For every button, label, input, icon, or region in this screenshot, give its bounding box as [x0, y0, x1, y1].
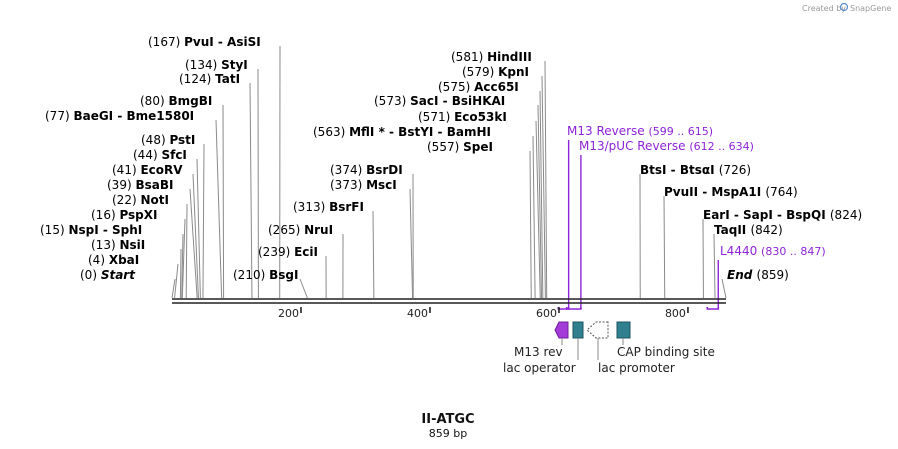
restriction-site-label[interactable]: (573) SacI - BsiHKAI: [374, 94, 505, 108]
restriction-site-label[interactable]: (557) SpeI: [427, 140, 493, 154]
restriction-site-label[interactable]: (575) Acc65I: [438, 80, 519, 94]
restriction-site-label[interactable]: PvuII - MspA1I (764): [664, 185, 798, 199]
primer-label[interactable]: M13 Reverse (599 .. 615): [567, 124, 713, 138]
restriction-site-label[interactable]: (124) TatI: [179, 72, 240, 86]
site-leader-line: [189, 188, 198, 299]
restriction-site-label[interactable]: (134) StyI: [185, 58, 248, 72]
site-leader-line: [541, 75, 546, 299]
restriction-site-label[interactable]: (563) MflI * - BstYI - BamHI: [313, 125, 491, 139]
site-leader-line: [192, 173, 199, 299]
restriction-site-label[interactable]: (265) NruI: [268, 223, 333, 237]
restriction-site-label[interactable]: (373) MscI: [330, 178, 397, 192]
snapgene-logo-icon: [839, 2, 849, 12]
restriction-site-label[interactable]: (571) Eco53kI: [418, 110, 507, 124]
credit-brand: SnapGene: [850, 4, 891, 13]
primer-label[interactable]: L4440 (830 .. 847): [720, 244, 826, 258]
lac-promoter-feature-arrow[interactable]: [586, 321, 609, 339]
restriction-site-label[interactable]: (581) HindIII: [451, 50, 532, 64]
restriction-site-label[interactable]: (239) EciI: [258, 245, 318, 259]
site-leader-line: [537, 104, 543, 299]
restriction-site-label[interactable]: (77) BaeGI - Bme1580I: [45, 109, 194, 123]
primer-binding-bar: [565, 307, 582, 310]
restriction-site-label[interactable]: EarI - SapI - BspQI (824): [703, 208, 862, 222]
ruler: 200 400 600 800: [278, 307, 689, 320]
restriction-site-label[interactable]: TaqII (842): [714, 223, 783, 237]
site-leaders: [171, 45, 727, 299]
restriction-site-label[interactable]: (22) NotI: [112, 193, 169, 207]
restriction-site-label[interactable]: (80) BmgBI: [140, 94, 212, 108]
site-leader-line: [663, 195, 666, 299]
restriction-site-label[interactable]: BtsI - BtsαI (726): [640, 163, 751, 177]
restriction-site-label[interactable]: (39) BsaBI: [107, 178, 173, 192]
site-leader-line: [222, 104, 225, 299]
primer-label[interactable]: M13/pUC Reverse (612 .. 634): [579, 139, 754, 153]
restriction-site-label[interactable]: (0) Start: [80, 268, 136, 282]
sequence-backbone: [172, 298, 726, 304]
ruler-tick-label: 600: [536, 307, 557, 320]
site-leader-line: [535, 120, 541, 299]
credit-text: Created by: [802, 4, 846, 13]
site-leader-line: [372, 210, 375, 299]
site-leader-line: [215, 119, 223, 299]
site-leader-line: [544, 60, 548, 299]
primer-annotations: M13 Reverse (599 .. 615)M13/pUC Reverse …: [557, 124, 826, 310]
cap-binding-site-label: CAP binding site: [617, 345, 715, 359]
primer-binding-bar: [706, 307, 720, 310]
site-leader-line: [174, 263, 179, 299]
site-leader-line: [299, 278, 308, 299]
site-leader-line: [179, 248, 182, 299]
restriction-site-label[interactable]: End (859): [727, 268, 789, 282]
site-leader-line: [721, 278, 727, 299]
site-leader-line: [202, 143, 205, 299]
lac-promoter-label: lac promoter: [598, 361, 675, 375]
m13-rev-feature-arrow[interactable]: [554, 321, 569, 339]
lac-operator-feature[interactable]: [572, 321, 584, 339]
site-leader-line: [713, 233, 716, 299]
sequence-length: 859 bp: [429, 427, 467, 440]
restriction-site-label[interactable]: (374) BsrDI: [330, 163, 403, 177]
site-leader-line: [185, 203, 188, 299]
snapgene-credit: Created by SnapGene: [802, 2, 891, 13]
site-leader-line: [409, 188, 414, 299]
ruler-tick-label: 800: [665, 307, 686, 320]
restriction-site-label[interactable]: (41) EcoRV: [112, 163, 183, 177]
restriction-site-label[interactable]: (313) BsrFI: [293, 200, 364, 214]
lac-operator-label: lac operator: [503, 361, 576, 375]
site-leader-line: [181, 218, 186, 299]
restriction-site-label[interactable]: (579) KpnI: [462, 65, 529, 79]
site-leader-line: [249, 82, 253, 299]
site-leader-line: [529, 150, 532, 299]
restriction-site-label[interactable]: (16) PspXI: [91, 208, 158, 222]
cap-binding-site-feature[interactable]: [616, 321, 631, 339]
feature-track: M13 rev lac operator lac promoter CAP bi…: [503, 321, 715, 375]
restriction-site-labels: (0) Start(4) XbaI(13) NsiI(15) NspI - Sp…: [40, 35, 862, 282]
ruler-tick-label: 200: [278, 307, 299, 320]
restriction-site-label[interactable]: (15) NspI - SphI: [40, 223, 142, 237]
restriction-site-label[interactable]: (48) PstI: [141, 133, 195, 147]
sequence-title: II-ATGC: [421, 412, 474, 427]
restriction-site-label[interactable]: (167) PvuI - AsiSI: [148, 35, 261, 49]
restriction-site-label[interactable]: (4) XbaI: [88, 253, 139, 267]
m13-rev-label: M13 rev: [514, 345, 563, 359]
restriction-site-label[interactable]: (44) SfcI: [133, 148, 187, 162]
ruler-tick-label: 400: [407, 307, 428, 320]
restriction-site-label[interactable]: (13) NsiI: [91, 238, 145, 252]
restriction-site-label[interactable]: (210) BsgI: [233, 268, 298, 282]
site-leader-line: [196, 158, 201, 299]
site-leader-line: [171, 278, 176, 299]
site-leader-line: [181, 233, 184, 299]
site-leader-line: [539, 90, 544, 299]
site-leader-line: [532, 135, 536, 299]
